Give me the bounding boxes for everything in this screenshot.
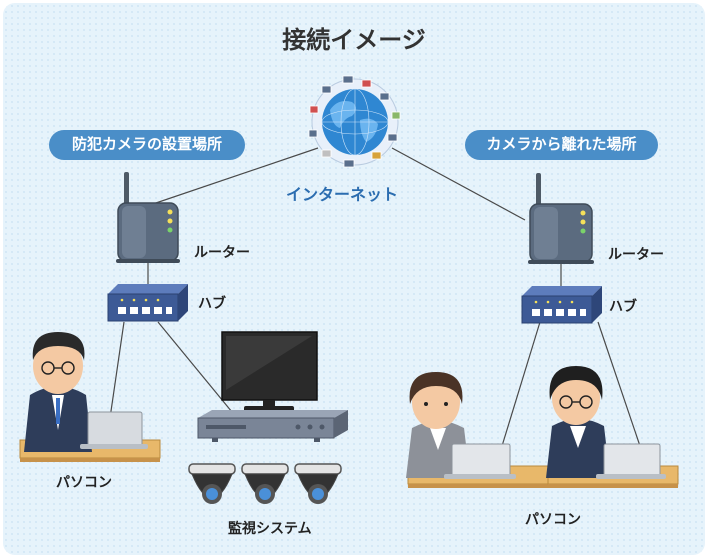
line-hub-pc-left: [109, 321, 125, 419]
line-hub-pc-right-1: [501, 321, 541, 447]
router-right-icon: [528, 173, 594, 264]
pc-left-label: パソコン: [56, 474, 112, 490]
pc-right-label: パソコン: [525, 511, 581, 527]
line-hub-pc-right-2: [597, 321, 641, 447]
woman-with-laptop-icon-2: [546, 366, 679, 488]
router-left-icon: [116, 172, 180, 263]
line-internet-router-right: [391, 147, 526, 221]
internet-globe-icon: [308, 75, 401, 168]
router-left-label: ルーター: [194, 244, 250, 260]
connection-lines: [109, 147, 641, 447]
hub-left-label: ハブ: [198, 295, 226, 311]
remote-location-label: カメラから離れた場所: [465, 130, 658, 160]
hub-right-icon: [521, 286, 602, 324]
hub-left-icon: [107, 284, 188, 322]
woman-with-laptop-icon-1: [406, 372, 569, 488]
surveillance-system-label: 監視システム: [228, 520, 312, 536]
dome-camera-icon-3: [294, 463, 342, 504]
man-with-laptop-icon: [19, 332, 161, 462]
line-hub-dvr: [157, 321, 233, 413]
dome-camera-icon-2: [241, 463, 289, 504]
line-internet-router-left: [149, 147, 319, 206]
internet-label: インターネット: [286, 187, 399, 204]
monitor-icon: [221, 331, 318, 412]
router-right-label: ルーター: [608, 246, 664, 262]
diagram-title: 接続イメージ: [282, 27, 426, 54]
camera-site-label: 防犯カメラの設置場所: [49, 130, 245, 160]
hub-right-label: ハブ: [609, 298, 637, 314]
recorder-icon: [197, 410, 348, 442]
dome-camera-icon-1: [188, 463, 236, 504]
